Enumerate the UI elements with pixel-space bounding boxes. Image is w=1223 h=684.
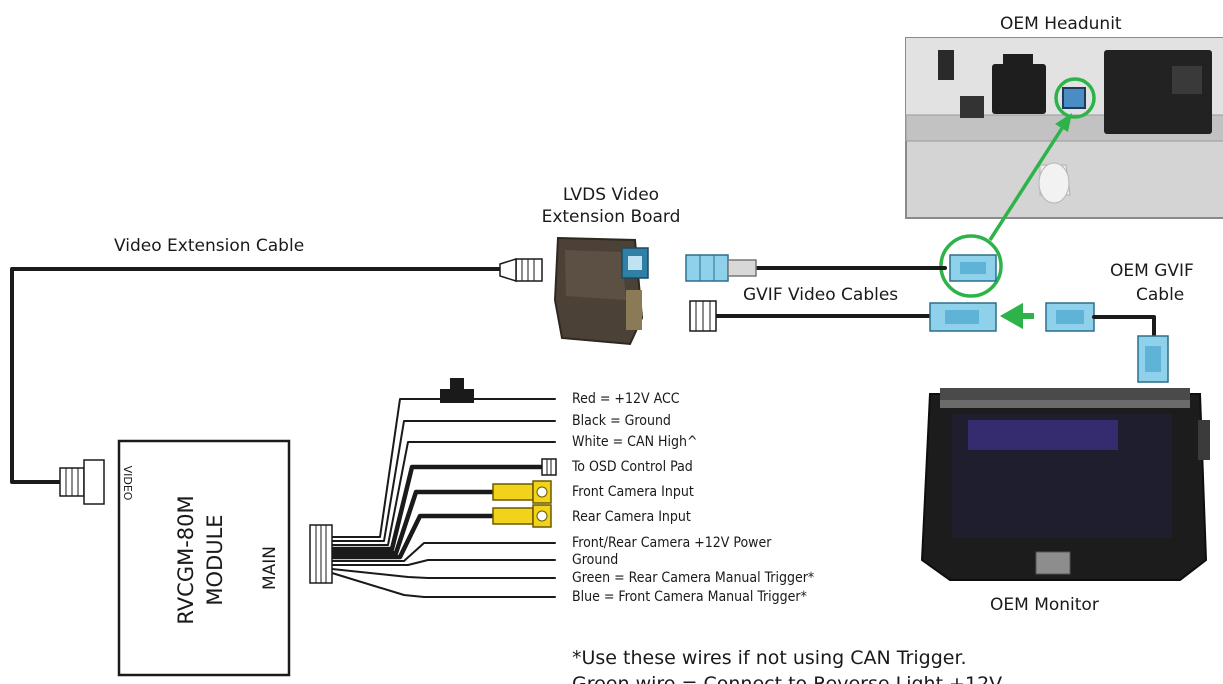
wire-label: White = CAN High^: [572, 434, 698, 450]
lvds-board-label-line2: Extension Board: [542, 207, 681, 227]
wire-label: Red = +12V ACC: [572, 391, 680, 407]
main-connector: [309, 524, 333, 584]
rca-rear-icon: [492, 504, 552, 528]
wire-label: To OSD Control Pad: [571, 459, 693, 475]
wire-label: Green = Rear Camera Manual Trigger*: [572, 570, 814, 586]
module-name-line2: MODULE: [203, 514, 227, 605]
oem-monitor-label: OEM Monitor: [990, 595, 1099, 615]
wire-harness: [329, 398, 556, 598]
wire-label: Ground: [572, 552, 618, 568]
wire-label: Front Camera Input: [572, 484, 694, 500]
lvds-board-image: [553, 236, 649, 346]
video-extension-plug-top: [499, 257, 543, 283]
gvif-lower-plug: [689, 300, 717, 332]
port-main-label: MAIN: [260, 546, 280, 590]
oem-gvif-cable-label-line1: OEM GVIF: [1110, 261, 1194, 281]
wire-label: Blue = Front Camera Manual Trigger*: [572, 589, 807, 605]
wire-label: Front/Rear Camera +12V Power: [572, 535, 772, 551]
headunit-arrow: [988, 121, 1068, 241]
gvif-junction-connector: [949, 254, 997, 282]
osd-plug-icon: [541, 458, 557, 476]
module-name-line1: RVCGM-80M: [174, 495, 198, 624]
oem-gvif-cable: [1092, 315, 1156, 340]
oem-headunit-label: OEM Headunit: [1000, 14, 1122, 34]
gvif-plug-board: [685, 254, 729, 282]
oem-gvif-cable-label-line2: Cable: [1136, 285, 1184, 305]
fuse-holder-icon: [440, 378, 474, 403]
oem-headunit-image: [905, 37, 1223, 219]
lvds-board-label-line1: LVDS Video: [563, 185, 659, 205]
rca-front-icon: [492, 480, 552, 504]
module-box: [117, 439, 291, 677]
port-video-label: VIDEO: [121, 466, 134, 501]
oem-monitor-image: [920, 388, 1210, 581]
video-extension-cable-label: Video Extension Cable: [114, 236, 304, 256]
gvif-video-cables-label: GVIF Video Cables: [743, 285, 898, 305]
headunit-arrow-head: [1055, 113, 1072, 132]
note-line1: *Use these wires if not using CAN Trigge…: [572, 647, 967, 669]
wire-label: Black = Ground: [572, 413, 671, 429]
connect-arrow: [999, 302, 1034, 330]
video-extension-cable: [10, 267, 524, 484]
wire-label: Rear Camera Input: [572, 509, 691, 525]
video-extension-plug-module: [59, 459, 105, 505]
note-line2: Green wire = Connect to Reverse Light +1…: [572, 673, 1002, 684]
